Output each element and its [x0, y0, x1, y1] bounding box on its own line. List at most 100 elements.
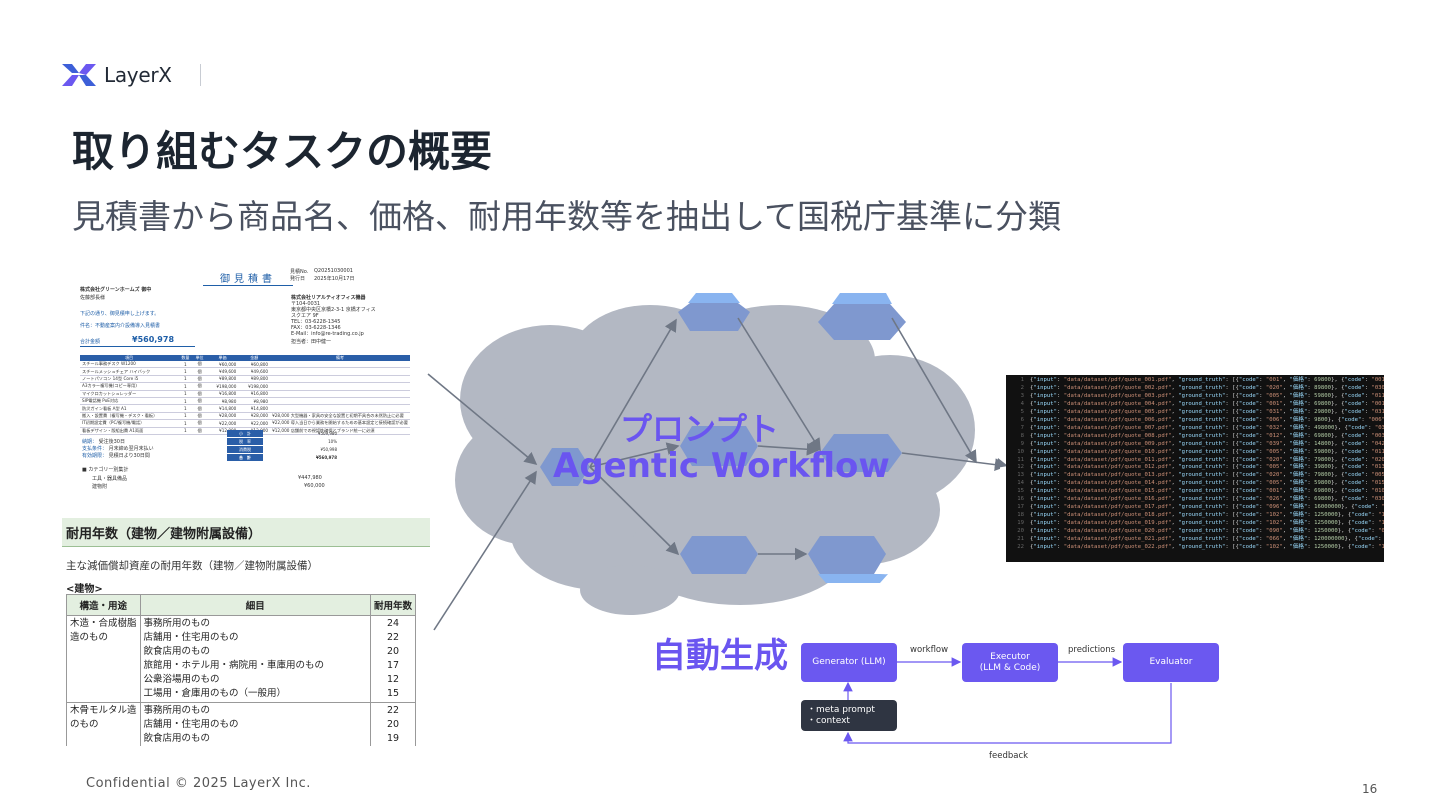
code-line: 8{"input": "data/dataset/pdf/quote_008.p… — [1020, 432, 1384, 439]
code-line: 17{"input": "data/dataset/pdf/quote_017.… — [1017, 504, 1384, 511]
footer-confidential: Confidential © 2025 LayerX Inc. — [86, 776, 311, 791]
code-line: 16{"input": "data/dataset/pdf/quote_016.… — [1017, 496, 1384, 503]
slide-title: 取り組むタスクの概要 — [72, 127, 493, 176]
quote-cell: ¥14,800 — [206, 404, 239, 413]
quote-cell — [270, 367, 410, 376]
logo-divider — [200, 64, 201, 86]
node — [832, 293, 892, 304]
quote-cell — [270, 361, 410, 369]
quote-cell — [270, 397, 410, 406]
quote-cell: ¥28,000 — [206, 412, 239, 421]
quote-recipient: 株式会社グリーンホームズ 御中 — [80, 287, 152, 293]
quote-subject: 件名：不動産案内介設備導入見積書 — [80, 323, 161, 329]
durability-col-header: 構造・用途 — [66, 594, 141, 616]
quote-cell: ¥8,980 — [206, 397, 239, 406]
quote-cell: スチール事務デスク W1200 — [80, 361, 179, 369]
quote-issuer-line: 〒104-0031 — [291, 301, 321, 307]
node — [678, 303, 750, 331]
quote-cell: 看板デザイン・版組出費 A1両面 — [80, 427, 179, 435]
quote-cell: ¥14,800 — [238, 404, 271, 413]
code-line: 2{"input": "data/dataset/pdf/quote_002.p… — [1020, 384, 1384, 391]
quote-cell: 1 — [178, 367, 193, 376]
quote-cell: 1 — [178, 419, 193, 428]
quote-issuer-line: TEL：03-6228-1345 — [291, 319, 341, 325]
quote-no-label: 見積No. — [290, 269, 309, 275]
quote-issuer: 株式会社リアルティオフィス機器 — [291, 295, 366, 301]
meta-context-box: ・meta prompt・context — [801, 700, 897, 731]
node — [688, 293, 740, 303]
quote-cell — [270, 404, 410, 413]
code-line: 11{"input": "data/dataset/pdf/quote_011.… — [1017, 456, 1384, 463]
auto-flow-edges — [843, 657, 1172, 744]
quote-note: 有効期限： 見積日より30日間 — [82, 453, 150, 459]
code-line: 1{"input": "data/dataset/pdf/quote_001.p… — [1020, 377, 1384, 383]
node — [820, 434, 902, 472]
code-line: 7{"input": "data/dataset/pdf/quote_007.p… — [1020, 424, 1384, 431]
node — [808, 536, 886, 574]
quote-cell: 1 — [178, 404, 193, 413]
quote-col-header: 単価 — [206, 355, 239, 361]
quote-col-header: 備考 — [270, 355, 410, 361]
quote-document: 御見積書 見積No. Q20251030001 発行日 2025年10月17日 … — [78, 264, 430, 490]
code-line: 10{"input": "data/dataset/pdf/quote_010.… — [1017, 448, 1384, 455]
node — [818, 304, 906, 340]
quote-cell: ¥60,000 — [206, 361, 239, 369]
quote-cell: マイクロカットシュレッダー — [80, 390, 179, 398]
structure-cell: 木造・合成樹脂造のもの — [66, 615, 141, 703]
quote-cell: 個 — [192, 397, 207, 406]
quote-cell: スチールメッシュチェア ハイバック — [80, 367, 179, 376]
quote-cell: ¥28,000 — [238, 412, 271, 421]
quote-category-value: ¥447,980 — [298, 475, 322, 481]
quote-cell: ¥16,800 — [206, 390, 239, 398]
quote-intro: 下記の通り、御見積申し上げます。 — [80, 311, 160, 317]
quote-cell: ¥49,600 — [206, 367, 239, 376]
code-line: 22{"input": "data/dataset/pdf/quote_022.… — [1017, 544, 1384, 551]
auto-generation-label: 自動生成 — [652, 636, 788, 676]
quote-issuer-line: FAX：03-6228-1346 — [291, 325, 341, 331]
generator-box: Generator (LLM) — [801, 643, 897, 682]
quote-col-header: 単位 — [192, 355, 207, 361]
quote-cell: 1 — [178, 382, 193, 391]
workflow-edges — [589, 317, 1000, 561]
quote-heading: 御見積書 — [203, 270, 293, 286]
quote-cell: ¥8,980 — [238, 397, 271, 406]
quote-cell: 搬入・設置費（複写機・デスク・看板） — [80, 412, 179, 421]
durability-col-header: 細目 — [139, 594, 372, 616]
input-arrows — [427, 373, 538, 631]
code-line: 15{"input": "data/dataset/pdf/quote_015.… — [1017, 488, 1384, 495]
durability-col-header: 耐用年数 — [370, 594, 416, 616]
quote-summary-row: 小 計¥509,980 — [227, 430, 341, 437]
quote-recipient-person: 佐藤部長様 — [80, 295, 106, 301]
structure-cell: 木骨モルタル造のもの — [66, 702, 141, 746]
quote-col-header: 項目 — [80, 355, 179, 361]
quote-cell: 1 — [178, 390, 193, 398]
durability-document: 耐用年数（建物／建物附属設備） 主な減価償却資産の耐用年数（建物／建物附属設備）… — [62, 518, 430, 746]
quote-cell: SIP電話機 PoE対応 — [80, 397, 179, 406]
quote-issuer-line: 東京都中央区京橋2-3-1 京橋オフィス — [291, 307, 376, 313]
code-line: 5{"input": "data/dataset/pdf/quote_005.p… — [1020, 408, 1384, 415]
quote-category: 建物附 — [92, 484, 108, 490]
quote-cell: ¥89,800 — [238, 375, 271, 384]
quote-cell: 1 — [178, 397, 193, 406]
quote-cell: 個 — [192, 404, 207, 413]
executor-box: Executor(LLM & Code) — [962, 643, 1058, 682]
node — [680, 536, 758, 574]
quote-cell: 1 — [178, 427, 193, 435]
quote-cell: 1 — [178, 361, 193, 369]
durability-table: 構造・用途 細目 耐用年数 木造・合成樹脂造のもの事務所用のもの店舗用・住宅用の… — [66, 594, 416, 746]
code-line: 19{"input": "data/dataset/pdf/quote_019.… — [1017, 520, 1384, 527]
quote-cell: ¥16,800 — [238, 390, 271, 398]
quote-cell: ¥89,800 — [206, 375, 239, 384]
quote-col-header: 金額 — [238, 355, 271, 361]
quote-col-header: 数量 — [178, 355, 193, 361]
prompt-label: プロンプト — [620, 410, 780, 448]
quote-cell: 個 — [192, 367, 207, 376]
quote-cell: 個 — [192, 361, 207, 369]
quote-cell — [270, 390, 410, 398]
code-line: 13{"input": "data/dataset/pdf/quote_013.… — [1017, 472, 1384, 479]
